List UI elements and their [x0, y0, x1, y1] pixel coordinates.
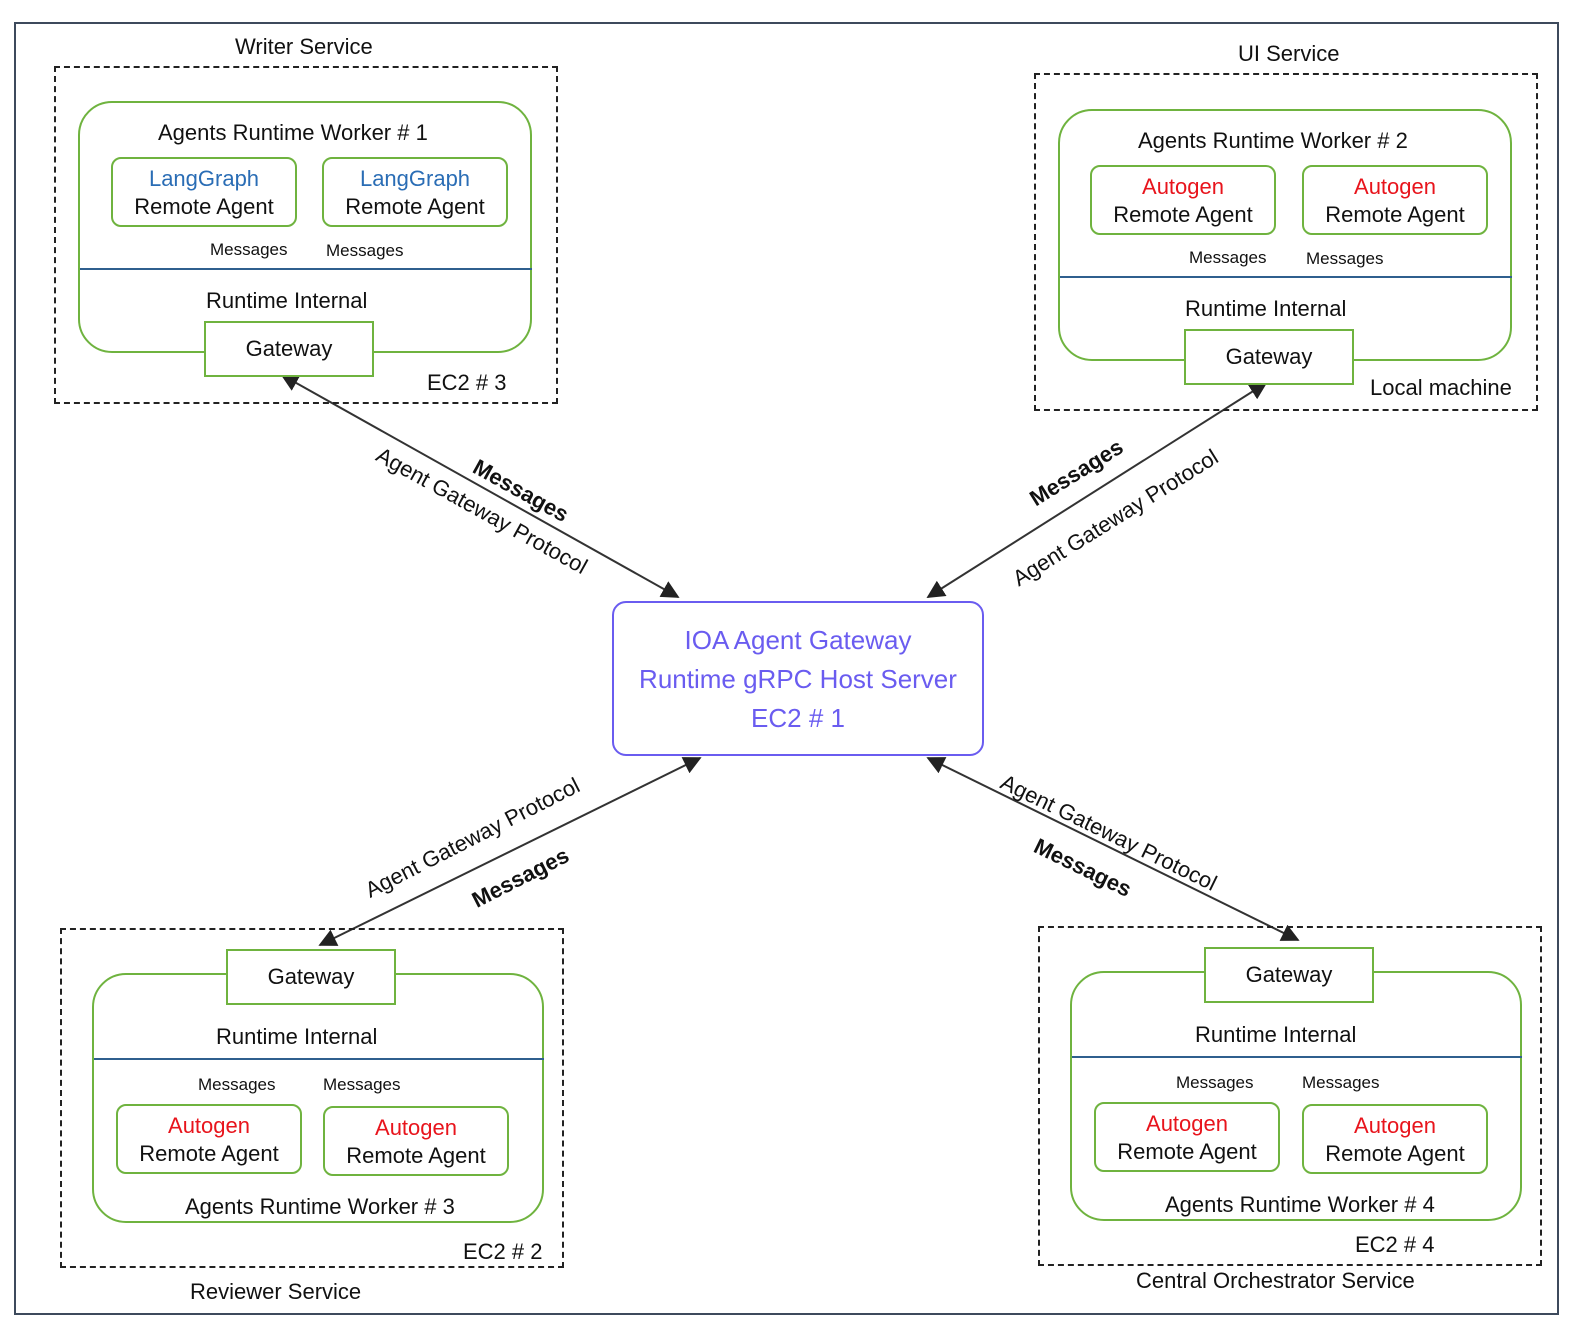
orchestrator-messages-2: Messages	[1302, 1073, 1380, 1092]
ui-agent-1: Autogen Remote Agent	[1090, 165, 1276, 235]
ui-service-label: UI Service	[1238, 41, 1340, 66]
orchestrator-gateway: Gateway	[1204, 947, 1374, 1003]
writer-messages-1: Messages	[210, 240, 288, 259]
orchestrator-host: EC2 # 4	[1355, 1232, 1435, 1257]
ui-agent-2-framework: Autogen	[1354, 174, 1436, 199]
ui-runtime-internal: Runtime Internal	[1185, 296, 1347, 321]
ui-service-container	[1034, 73, 1538, 411]
ui-agent-2: Autogen Remote Agent	[1302, 165, 1488, 235]
writer-host: EC2 # 3	[427, 370, 507, 395]
orchestrator-agent-2: Autogen Remote Agent	[1302, 1104, 1488, 1174]
writer-service-label: Writer Service	[235, 34, 373, 59]
orchestrator-worker	[1070, 971, 1522, 1221]
writer-agent-1: LangGraph Remote Agent	[111, 157, 297, 227]
orchestrator-worker-title: Agents Runtime Worker # 4	[1165, 1192, 1435, 1217]
writer-messages-2: Messages	[326, 241, 404, 260]
orchestrator-messages-1: Messages	[1176, 1073, 1254, 1092]
reviewer-agent-1: Autogen Remote Agent	[116, 1104, 302, 1174]
reviewer-agent-2-framework: Autogen	[375, 1115, 457, 1140]
ui-gateway: Gateway	[1184, 329, 1354, 385]
reviewer-internal-line	[94, 1058, 544, 1060]
ui-messages-1: Messages	[1189, 248, 1267, 267]
central-gateway-server: IOA Agent Gateway Runtime gRPC Host Serv…	[612, 601, 984, 756]
reviewer-agent-1-label: Remote Agent	[139, 1141, 279, 1166]
orchestrator-service-container	[1038, 926, 1542, 1266]
link-reviewer	[318, 757, 702, 946]
orchestrator-agent-1: Autogen Remote Agent	[1094, 1102, 1280, 1172]
central-line-3: EC2 # 1	[751, 703, 845, 733]
writer-internal-line	[80, 268, 532, 270]
writer-service-container	[54, 66, 558, 404]
ui-host: Local machine	[1370, 375, 1512, 400]
ui-messages-2: Messages	[1306, 249, 1384, 268]
reviewer-runtime-internal: Runtime Internal	[216, 1024, 378, 1049]
ui-worker	[1058, 109, 1512, 361]
orchestrator-agent-1-label: Remote Agent	[1117, 1139, 1257, 1164]
reviewer-agent-2: Autogen Remote Agent	[323, 1106, 509, 1176]
reviewer-agent-1-framework: Autogen	[168, 1113, 250, 1138]
orchestrator-runtime-internal: Runtime Internal	[1195, 1022, 1357, 1047]
orchestrator-internal-line	[1072, 1056, 1522, 1058]
central-line-2: Runtime gRPC Host Server	[639, 664, 957, 694]
orchestrator-agent-2-framework: Autogen	[1354, 1113, 1436, 1138]
writer-agent-1-label: Remote Agent	[134, 194, 274, 219]
ui-worker-title: Agents Runtime Worker # 2	[1138, 128, 1408, 153]
ui-agent-1-label: Remote Agent	[1113, 202, 1253, 227]
ui-internal-line	[1060, 276, 1512, 278]
orchestrator-agent-2-label: Remote Agent	[1325, 1141, 1465, 1166]
reviewer-service-label: Reviewer Service	[190, 1279, 362, 1304]
reviewer-messages-1: Messages	[198, 1075, 276, 1094]
writer-agent-2: LangGraph Remote Agent	[322, 157, 508, 227]
link-writer	[280, 374, 680, 598]
reviewer-worker	[92, 973, 544, 1223]
writer-runtime-internal: Runtime Internal	[206, 288, 368, 313]
diagram-frame	[14, 22, 1559, 1315]
ui-agent-1-framework: Autogen	[1142, 174, 1224, 199]
writer-gateway: Gateway	[204, 321, 374, 377]
writer-worker	[78, 101, 532, 353]
link-ui	[926, 382, 1268, 598]
writer-worker-title: Agents Runtime Worker # 1	[158, 120, 428, 145]
reviewer-gateway: Gateway	[226, 949, 396, 1005]
writer-agent-2-label: Remote Agent	[345, 194, 485, 219]
reviewer-host: EC2 # 2	[463, 1239, 543, 1264]
reviewer-worker-title: Agents Runtime Worker # 3	[185, 1194, 455, 1219]
writer-agent-1-framework: LangGraph	[148, 166, 260, 191]
writer-agent-2-framework: LangGraph	[359, 166, 471, 191]
link-orchestrator	[926, 757, 1300, 941]
orchestrator-agent-1-framework: Autogen	[1146, 1111, 1228, 1136]
reviewer-messages-2: Messages	[323, 1075, 401, 1094]
reviewer-service-container	[60, 928, 564, 1268]
orchestrator-service-label: Central Orchestrator Service	[1136, 1268, 1415, 1293]
reviewer-agent-2-label: Remote Agent	[346, 1143, 486, 1168]
central-line-1: IOA Agent Gateway	[684, 625, 912, 655]
ui-agent-2-label: Remote Agent	[1325, 202, 1465, 227]
